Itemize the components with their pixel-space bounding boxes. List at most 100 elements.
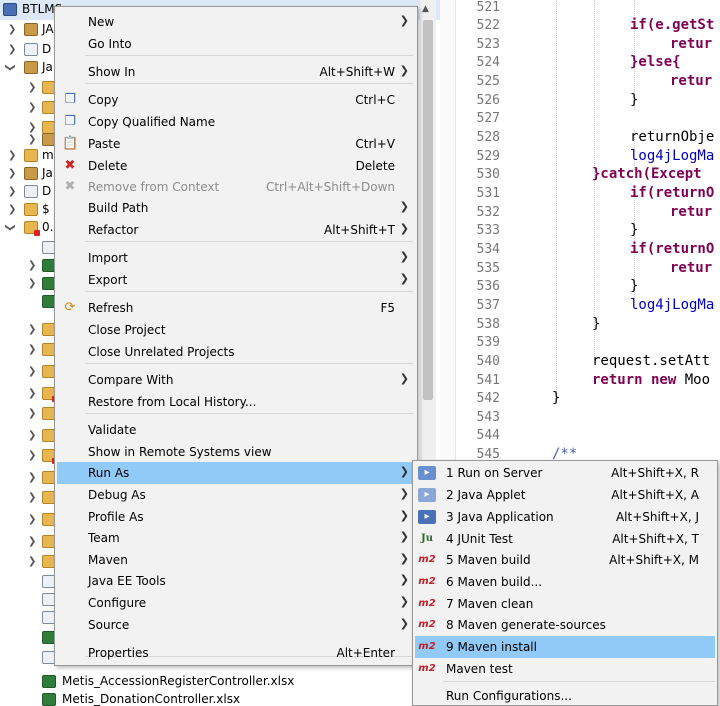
chevron-right-icon[interactable]: ❯ [28, 134, 37, 145]
menu-item-label: Go Into [88, 37, 132, 51]
menu-separator [443, 681, 715, 682]
menu-item-maven[interactable]: Maven❯ [57, 549, 415, 571]
chevron-right-icon[interactable]: ❯ [8, 168, 17, 179]
menu-item-close-unrelated-projects[interactable]: Close Unrelated Projects [57, 341, 415, 363]
tree-item-label: Ja [42, 166, 53, 180]
maven-icon: m2 [418, 598, 436, 609]
chevron-right-icon[interactable]: ❯ [28, 366, 37, 377]
chevron-right-icon[interactable]: ❯ [28, 430, 37, 441]
run-as-item-run-configurations[interactable]: Run Configurations... [415, 685, 715, 706]
menu-item-compare-with[interactable]: Compare With❯ [57, 369, 415, 391]
menu-item-go-into[interactable]: Go Into [57, 33, 415, 55]
tree-item-file[interactable]: Metis_DonationController.xlsx [0, 690, 440, 706]
menu-item-source[interactable]: Source❯ [57, 614, 415, 636]
chevron-right-icon[interactable]: ❯ [28, 260, 37, 271]
menu-item-show-in-remote-systems-view[interactable]: Show in Remote Systems view [57, 441, 415, 463]
menu-item-export[interactable]: Export❯ [57, 269, 415, 291]
chevron-right-icon[interactable]: ❯ [28, 344, 37, 355]
copy-icon: ❐ [64, 114, 76, 129]
menu-item-close-project[interactable]: Close Project [57, 319, 415, 341]
tree-item[interactable]: ❯ Ja [0, 164, 440, 184]
menu-item-debug-as[interactable]: Debug As❯ [57, 484, 415, 506]
menu-item-team[interactable]: Team ❯ [57, 527, 415, 549]
menu-item-run-as[interactable]: Run As❯ [57, 462, 415, 484]
chevron-right-icon[interactable]: ❯ [28, 388, 37, 399]
submenu-arrow-icon: ❯ [399, 530, 409, 543]
chevron-down-icon[interactable]: ❯ [4, 223, 16, 232]
indent-guide [594, 0, 595, 360]
scroll-up-icon[interactable]: ▲ [422, 4, 429, 14]
chevron-right-icon[interactable]: ❯ [28, 102, 37, 113]
menu-item-java-ee-tools[interactable]: Java EE Tools❯ [57, 570, 415, 592]
chevron-right-icon[interactable]: ❯ [8, 24, 17, 35]
submenu-arrow-icon: ❯ [399, 250, 409, 263]
junit-icon: Ju [420, 533, 433, 544]
chevron-right-icon[interactable]: ❯ [8, 204, 17, 215]
chevron-right-icon[interactable]: ❯ [28, 492, 37, 503]
menu-item-label: Remove from Context [88, 180, 220, 194]
paste-icon: 📋 [62, 136, 79, 151]
chevron-right-icon[interactable]: ❯ [8, 44, 17, 55]
tree-item[interactable]: ❯ m [0, 146, 440, 166]
tree-item[interactable]: ❯ [0, 98, 440, 118]
tree-item[interactable]: ❯ $ [0, 200, 440, 220]
run-as-item-label: 9 Maven install [446, 640, 537, 654]
menu-item-label: Team [88, 531, 120, 545]
chevron-right-icon[interactable]: ❯ [28, 82, 37, 93]
tree-item[interactable]: ❯ D [0, 182, 440, 202]
menu-item-shortcut: Alt+Shift+W [319, 65, 396, 79]
menu-item-restore-from-local-history[interactable]: Restore from Local History... [57, 391, 415, 413]
chevron-right-icon[interactable]: ❯ [28, 472, 37, 483]
chevron-right-icon[interactable]: ❯ [28, 556, 37, 567]
menu-item-label: Import [88, 251, 128, 265]
chevron-right-icon[interactable]: ❯ [28, 278, 37, 289]
chevron-right-icon[interactable]: ❯ [28, 514, 37, 525]
tree-item-label: Metis_AccessionRegisterController.xlsx [62, 674, 295, 688]
java-resources-icon [24, 61, 38, 74]
code-line-545: /** [552, 446, 578, 462]
menu-item-build-path[interactable]: Build Path❯ [57, 197, 415, 219]
tree-item-file[interactable]: Metis_AccessionRegisterController.xlsx [0, 672, 440, 692]
menu-item-label: Delete [88, 159, 128, 173]
menu-item-import[interactable]: Import ❯ [57, 247, 415, 269]
chevron-right-icon[interactable]: ❯ [28, 122, 37, 133]
chevron-right-icon[interactable]: ❯ [28, 536, 37, 547]
tree-item[interactable]: ❯ JA [0, 20, 440, 40]
menu-item-copy-qualified-name[interactable]: ❐Copy Qualified Name [57, 111, 415, 133]
chevron-right-icon[interactable]: ❯ [28, 450, 37, 461]
indent-guide [634, 130, 635, 170]
chevron-right-icon[interactable]: ❯ [28, 408, 37, 419]
code-line-533: } [630, 222, 639, 238]
chevron-right-icon[interactable]: ❯ [8, 186, 17, 197]
tree-item[interactable]: ❯ 0. [0, 218, 440, 238]
explorer-scrollbar-thumb[interactable] [423, 20, 433, 400]
code-line-531: if(returnO [630, 185, 715, 201]
menu-item-profile-as[interactable]: Profile As❯ [57, 506, 415, 528]
menu-item-validate[interactable]: Validate [57, 419, 415, 441]
chevron-right-icon[interactable]: ❯ [8, 150, 17, 161]
chevron-right-icon[interactable]: ❯ [28, 324, 37, 335]
menu-item-new[interactable]: New❯ [57, 11, 415, 33]
chevron-down-icon[interactable]: ❯ [4, 63, 16, 72]
tree-item[interactable]: ❯ Ja [0, 58, 440, 78]
menu-item-configure[interactable]: Configure❯ [57, 592, 415, 614]
tree-item[interactable]: ❯ D [0, 40, 440, 60]
